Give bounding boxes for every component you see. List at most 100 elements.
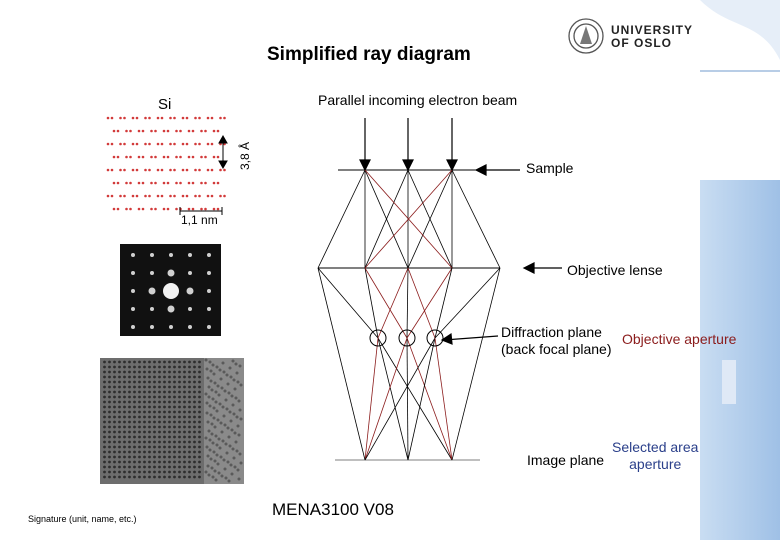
lattice-fringe [183,395,186,399]
lattice-fringe [183,380,186,384]
amorphous-speck [230,472,234,476]
lattice-fringe [148,410,151,414]
diffraction-plane-line1: Diffraction plane [501,324,602,340]
lattice-atom [173,168,176,172]
lattice-fringe [133,385,136,389]
lattice-fringe [123,405,126,409]
rays-lens-to-image [317,267,501,461]
lattice-fringe [133,455,136,459]
lattice-fringe [148,445,151,449]
lattice-fringe [123,370,126,374]
lattice-fringe [128,415,131,419]
amorphous-speck [218,446,222,450]
lattice-atom [160,194,164,198]
amorphous-speck [215,453,219,457]
amorphous-speck [216,418,220,422]
lattice-fringe [143,430,146,434]
lattice-fringe [103,450,106,454]
lattice-fringe [138,390,141,394]
lattice-fringe [173,470,176,474]
amorphous-speck [215,409,219,413]
lattice-fringe [153,450,156,454]
objective-aperture-label: Objective aperture [622,331,737,347]
lattice-fringe [173,425,176,429]
lattice-fringe [148,475,151,479]
amorphous-speck [225,451,229,455]
lattice-fringe [173,435,176,439]
lattice-atom [137,129,141,133]
lattice-atom [200,181,203,185]
amorphous-speck [209,379,213,383]
lattice-atom [116,129,120,133]
lattice-fringe [183,430,186,434]
lattice-fringe [108,385,111,389]
lattice-fringe [178,365,181,369]
lattice-fringe [163,405,166,409]
lattice-fringe [133,370,136,374]
lattice-fringe [128,380,131,384]
lattice-fringe [163,450,166,454]
lattice-fringe [153,445,156,449]
lattice-fringe [143,385,146,389]
lattice-fringe [143,455,146,459]
label-arrows [440,164,562,345]
lattice-atom [141,155,145,159]
lattice-atom [137,181,141,185]
amorphous-speck [229,419,233,423]
lattice-fringe [188,435,191,439]
lattice-atom [129,129,132,133]
lattice-fringe [148,440,151,444]
lattice-atom [212,207,216,211]
diffraction-spot [148,287,156,295]
lattice-fringe [138,455,141,459]
lattice-atom [194,142,197,146]
lattice-fringe [128,445,131,449]
amorphous-speck [224,476,228,480]
amorphous-speck [208,438,212,442]
diffraction-spot [188,271,192,275]
amorphous-speck [223,389,227,393]
lattice-fringe [133,475,136,479]
amorphous-speck [213,425,217,429]
amorphous-speck [208,360,212,364]
lattice-fringe [168,395,171,399]
lattice-fringe [168,390,171,394]
lattice-fringe [193,455,196,459]
sidebar-ornament [700,0,780,60]
lattice-fringe [168,440,171,444]
amorphous-speck [234,396,238,400]
amorphous-speck [205,367,209,371]
lattice-fringe [188,425,191,429]
lattice-atom [179,181,182,185]
lattice-atom [175,155,178,159]
lattice-atom [166,207,170,211]
lattice-fringe [108,465,111,469]
lattice-fringe [158,405,161,409]
lattice-fringe [163,460,166,464]
amorphous-speck [237,477,241,481]
lattice-atom [106,194,110,198]
amorphous-speck [218,368,222,372]
lattice-fringe [198,435,201,439]
amorphous-speck [239,383,243,387]
lattice-fringe [168,415,171,419]
lattice-fringe [163,425,166,429]
lattice-atom [216,207,220,211]
lattice-fringe [193,465,196,469]
lattice-fringe [173,420,176,424]
lattice-fringe [128,430,131,434]
amorphous-speck [236,424,240,428]
lattice-atom [162,129,166,133]
amorphous-speck [212,450,216,454]
lattice-atom [212,155,216,159]
lattice-atom [150,155,153,159]
diffraction-spot [188,253,192,257]
lattice-fringe [118,445,121,449]
lattice-fringe [158,470,161,474]
lattice-fringe [153,440,156,444]
lattice-fringe [158,390,161,394]
amorphous-speck [231,447,235,451]
lattice-fringe [158,380,161,384]
lattice-fringe [158,475,161,479]
lattice-atom [169,142,172,146]
